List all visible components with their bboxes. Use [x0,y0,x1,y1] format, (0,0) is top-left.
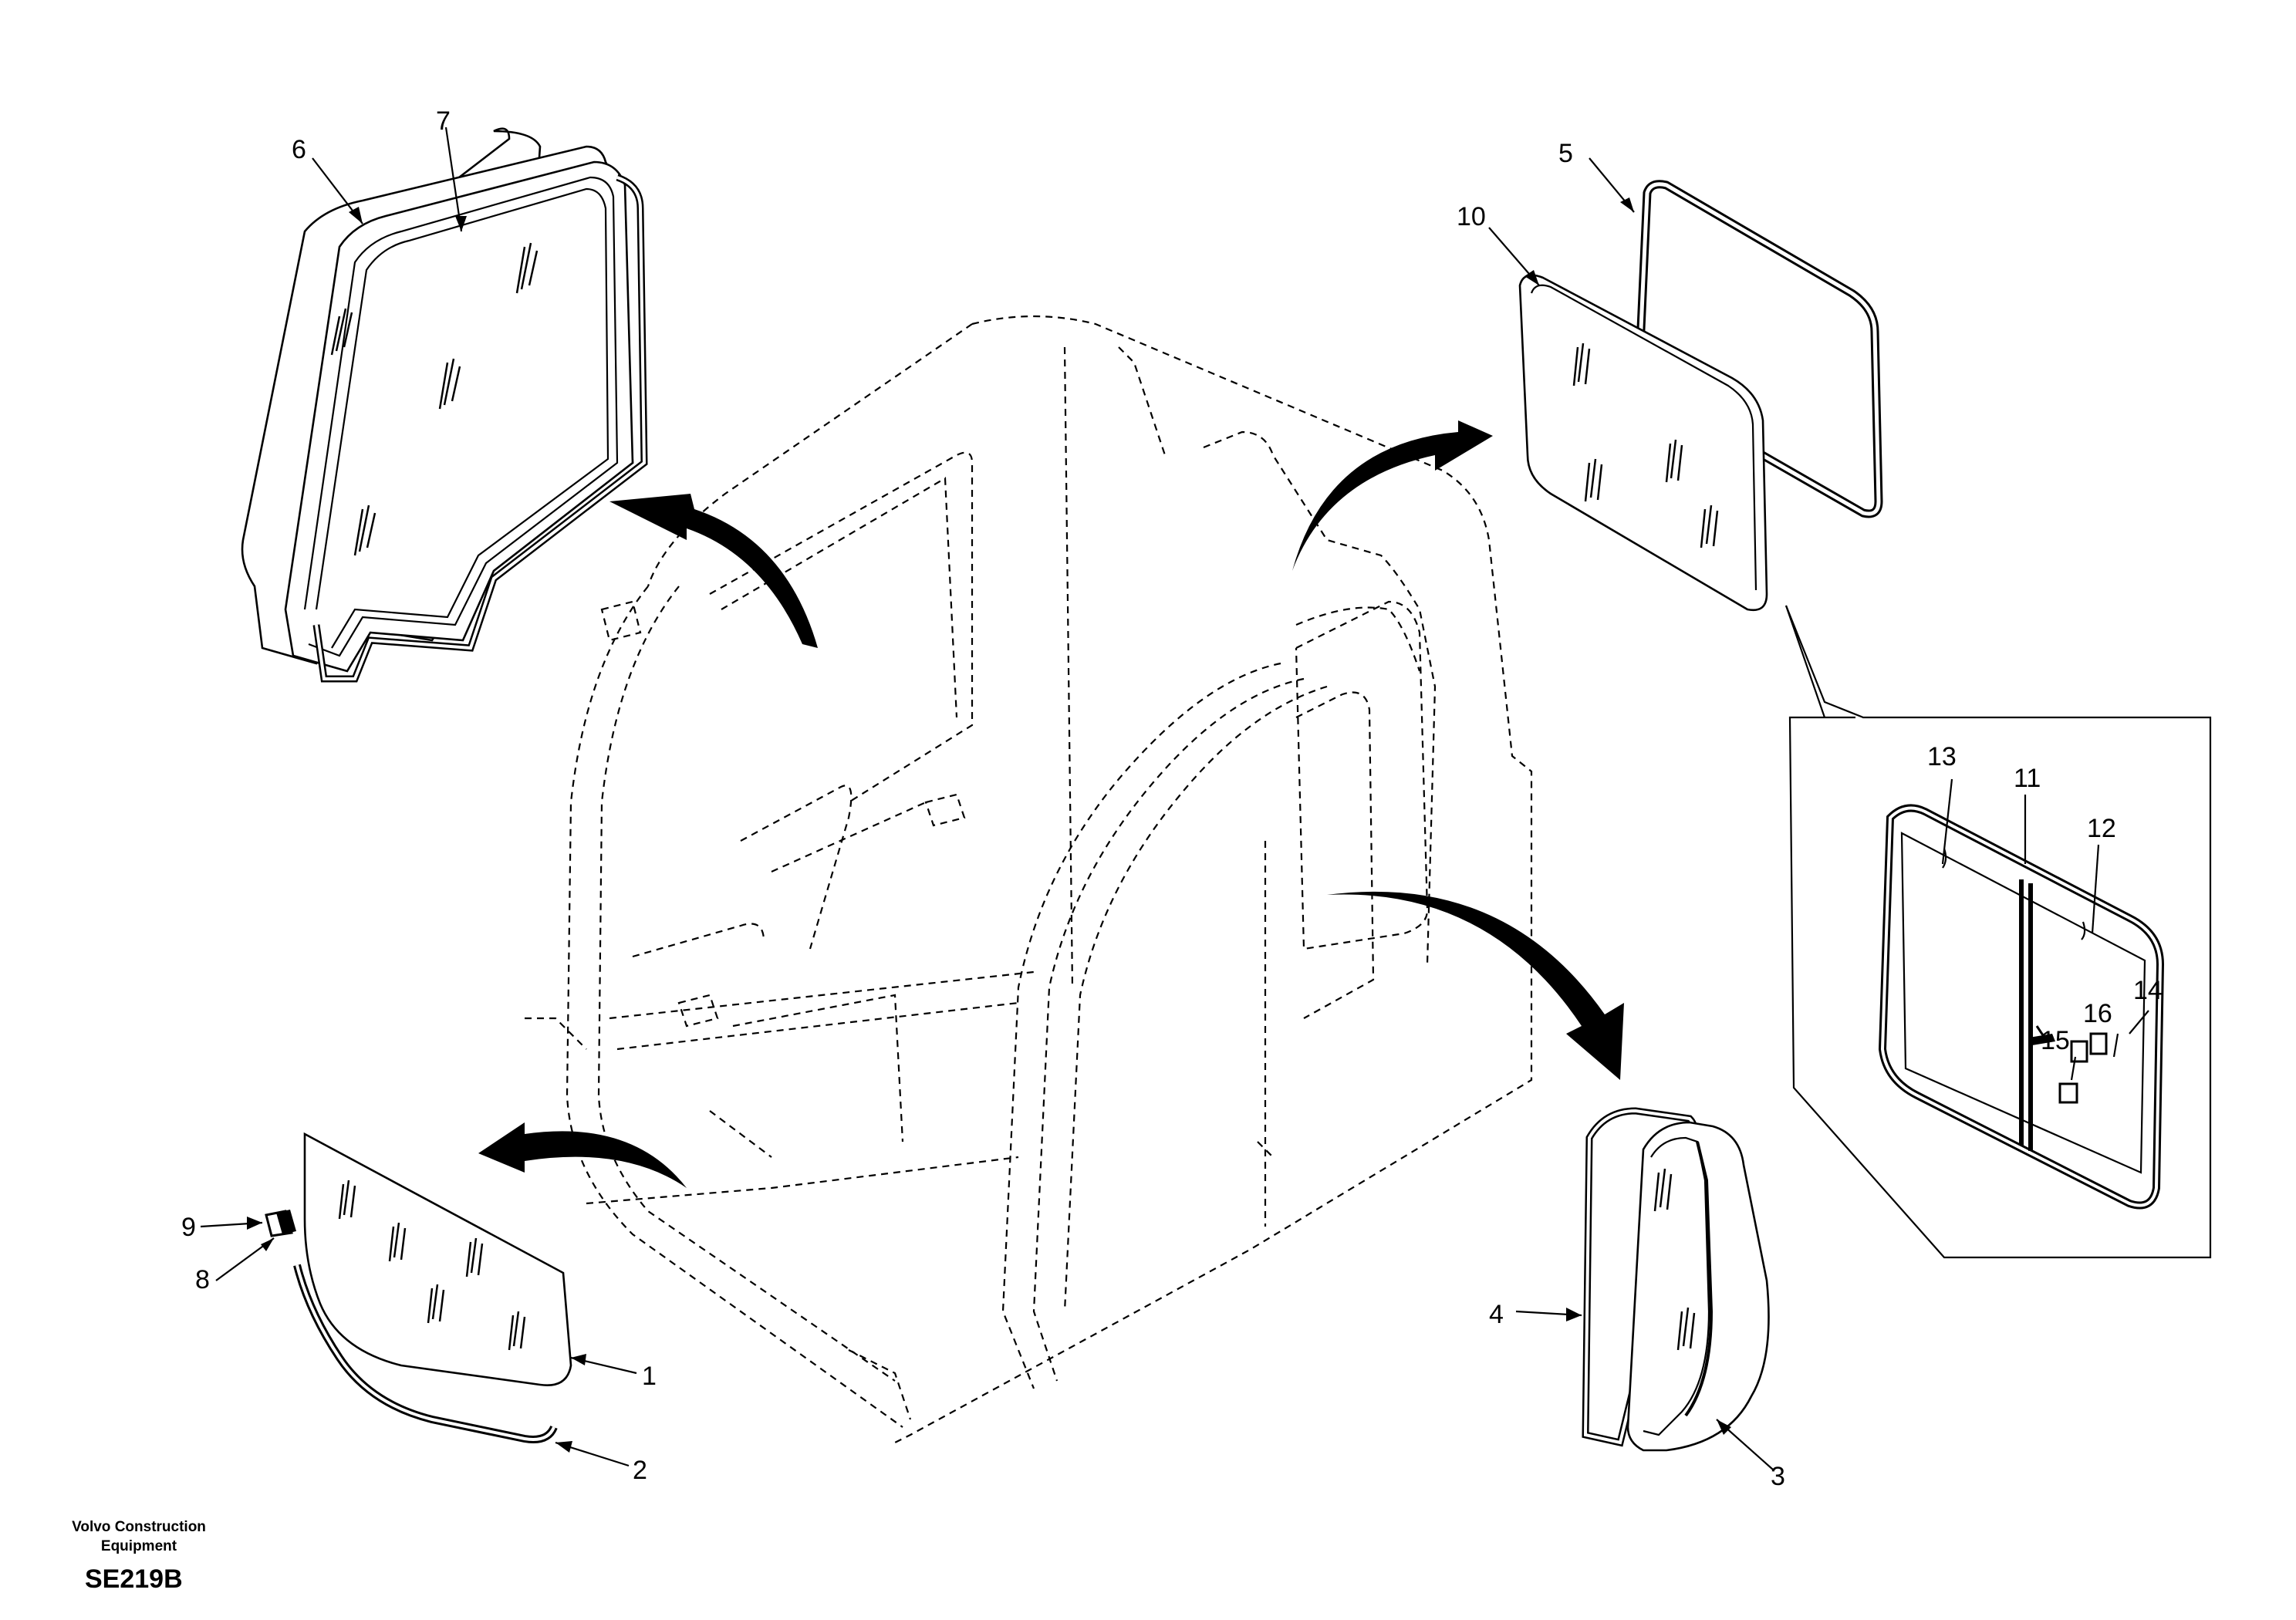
glass-reflection-marks [330,242,539,556]
callout-6: 6 [292,135,306,164]
sliding-window-detail-view [1784,605,2212,1259]
callout-13: 13 [1927,742,1957,771]
callout-numbers: 6 7 5 10 13 11 12 14 16 15 1 2 3 4 9 8 [181,106,2163,1491]
leader-arrowheads [247,197,1731,1453]
callout-2: 2 [633,1456,647,1485]
callout-7: 7 [436,106,451,136]
callout-12: 12 [2087,814,2116,843]
side-small-glass-assembly [1582,1107,1770,1452]
footer: Volvo Construction Equipment SE219B [72,1519,206,1594]
company-name-line2: Equipment [101,1538,177,1554]
rear-window-glass-assembly [1518,180,1883,612]
callout-4: 4 [1489,1300,1504,1329]
callout-10: 10 [1457,202,1486,231]
callout-15: 15 [2041,1026,2070,1055]
lower-front-glass-assembly [265,1132,572,1443]
door-upper-glass-assembly [241,127,648,683]
cab-body-outline [525,315,1533,1443]
drawing-code: SE219B [85,1564,183,1594]
callout-5: 5 [1558,139,1573,168]
callout-8: 8 [195,1265,210,1294]
movement-arrows [478,420,1624,1188]
company-name-line1: Volvo Construction [72,1519,206,1535]
callout-16: 16 [2083,999,2112,1028]
callout-14: 14 [2133,976,2163,1005]
callout-9: 9 [181,1213,196,1242]
callout-3: 3 [1771,1462,1785,1491]
callout-11: 11 [2014,764,2041,793]
callout-1: 1 [642,1362,657,1391]
